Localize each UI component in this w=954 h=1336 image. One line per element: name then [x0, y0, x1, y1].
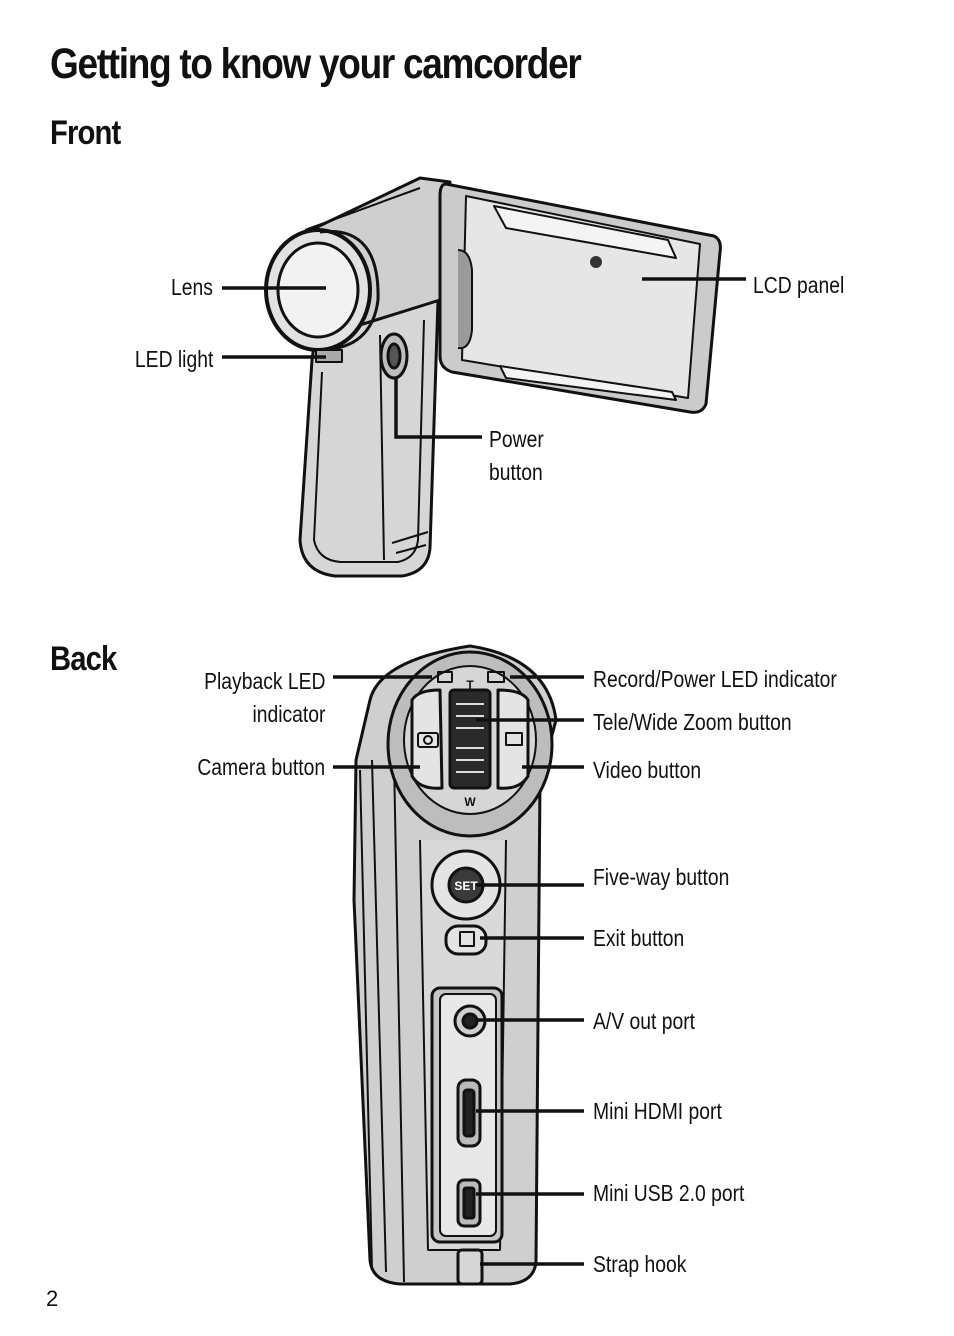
label-playback-led-line2: indicator: [251, 701, 325, 727]
label-av-out-port: A/V out port: [593, 1008, 696, 1034]
device-markings: SET T W: [454, 678, 478, 893]
back-heading: Back: [50, 640, 117, 678]
label-strap-hook: Strap hook: [593, 1251, 687, 1277]
back-leader-lines: [333, 675, 584, 1266]
label-mini-usb-port: Mini USB 2.0 port: [593, 1180, 745, 1206]
front-camcorder-illustration: [264, 176, 722, 578]
label-mini-hdmi-port: Mini HDMI port: [593, 1098, 722, 1124]
label-exit-button: Exit button: [593, 925, 685, 951]
label-tele-wide-zoom: Tele/Wide Zoom button: [593, 709, 792, 735]
label-power-line1: Power: [489, 426, 544, 452]
label-lcd-panel: LCD panel: [753, 272, 845, 298]
front-leader-lines: [222, 277, 746, 439]
page-number: 2: [46, 1286, 59, 1311]
label-camera-button: Camera button: [197, 754, 325, 780]
label-playback-led-line1: Playback LED: [203, 668, 325, 694]
set-marking: SET: [454, 879, 478, 893]
front-heading: Front: [50, 114, 121, 152]
page-title: Getting to know your camcorder: [50, 40, 582, 88]
label-power-line2: button: [489, 459, 543, 485]
label-playback-led: Playback LED indicator: [204, 665, 325, 731]
back-camcorder-illustration: [352, 644, 558, 1286]
tele-marking: T: [466, 678, 474, 692]
label-video-button: Video button: [593, 757, 702, 783]
label-power-button: Power button: [489, 423, 544, 489]
wide-marking: W: [464, 795, 476, 809]
label-five-way-button: Five-way button: [593, 864, 730, 890]
label-record-power-led: Record/Power LED indicator: [593, 666, 837, 692]
label-led-light: LED light: [134, 346, 213, 372]
label-lens: Lens: [171, 274, 213, 300]
